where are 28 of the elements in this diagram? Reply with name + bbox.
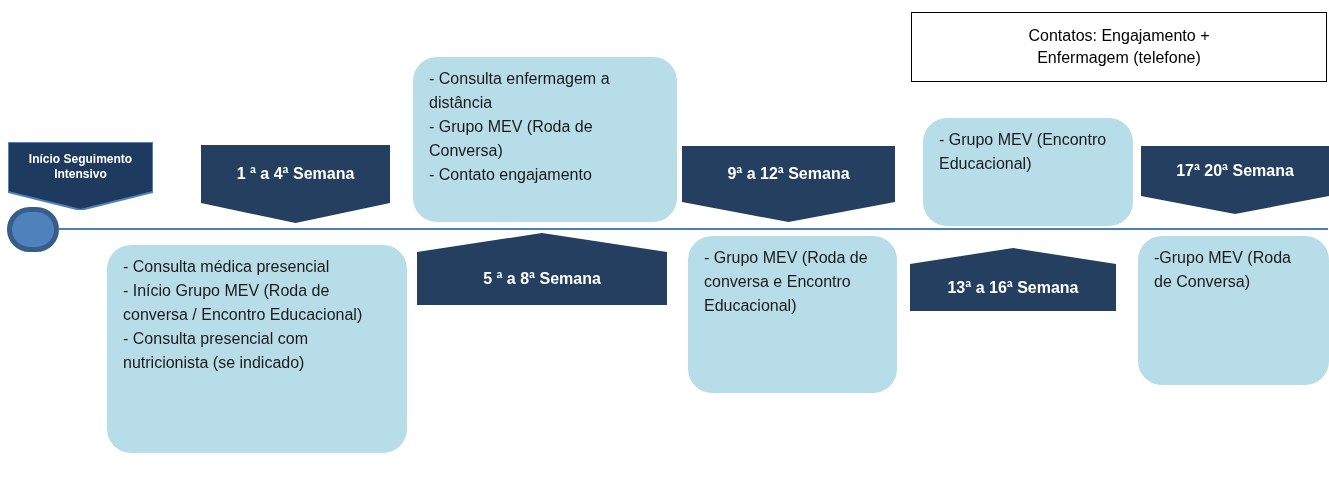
activity-text: - Contato engajamento — [429, 165, 593, 185]
week-label: 17ª 20ª Semana — [1176, 161, 1294, 181]
down-pentagon-marker — [1141, 146, 1329, 214]
week-label: 1 ª a 4ª Semana — [236, 164, 355, 184]
note-text: Contatos: Engajamento + Enfermagem (telefone) — [1027, 26, 1211, 68]
activity-text: - Grupo MEV (Roda de Conversa) — [429, 117, 594, 161]
up-pentagon-marker — [417, 233, 667, 305]
note-box — [911, 12, 1327, 82]
week-label: Início Seguimento Intensivo — [27, 152, 134, 182]
down-pentagon-marker — [201, 145, 390, 223]
activity-text: -Grupo MEV (Roda de Conversa) — [1154, 248, 1292, 292]
activity-card — [688, 236, 897, 393]
down-pentagon-marker — [8, 142, 153, 210]
up-pentagon-marker — [910, 248, 1116, 311]
activity-text: - Grupo MEV (Roda de conversa e Encontro Educacional) — [704, 248, 869, 316]
activity-card — [107, 245, 407, 453]
activity-text: - Consulta enfermagem a distância — [429, 69, 611, 113]
week-label: 13ª a 16ª Semana — [947, 277, 1079, 298]
activity-card — [1138, 236, 1329, 385]
week-label: 9ª a 12ª Semana — [727, 164, 850, 184]
activity-text: - Grupo MEV (Encontro Educacional) — [939, 130, 1108, 174]
activity-text: - Consulta médica presencial — [123, 257, 331, 277]
week-label: 5 ª a 8ª Semana — [483, 268, 601, 289]
activity-card — [923, 118, 1133, 226]
activity-card — [413, 57, 677, 222]
activity-text: - Consulta presencial com nutricionista (se indicado) — [123, 329, 309, 373]
down-pentagon-marker — [682, 146, 895, 222]
activity-text: - Início Grupo MEV (Roda de conversa / Encontro Educacional) — [123, 281, 364, 325]
